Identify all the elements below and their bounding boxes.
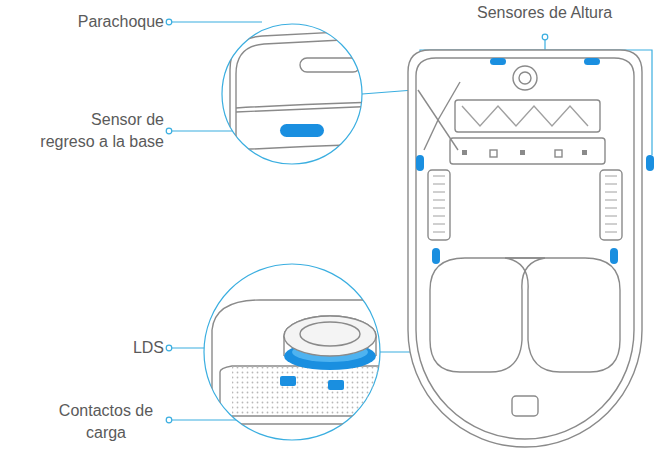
wheel-tread xyxy=(605,176,617,177)
wheel-tread xyxy=(433,192,445,193)
wheel-tread xyxy=(433,176,445,177)
part-label: Sensores de Altura xyxy=(477,2,612,24)
wheel-tread xyxy=(605,200,617,201)
wheel-tread xyxy=(433,216,445,217)
wheel-tread xyxy=(433,208,445,209)
part-label: Sensor de regreso a la base xyxy=(36,109,164,153)
wheel-tread xyxy=(605,224,617,225)
wheel-tread xyxy=(605,208,617,209)
wheel-tread xyxy=(433,184,445,185)
wheel-tread xyxy=(433,200,445,201)
wheel-tread xyxy=(605,184,617,185)
wheel-tread xyxy=(433,232,445,233)
wheel-tread xyxy=(605,216,617,217)
wheel-tread xyxy=(605,232,617,233)
part-label: Contactos de carga xyxy=(54,400,158,444)
wheel-tread xyxy=(605,192,617,193)
part-label: LDS xyxy=(133,337,164,359)
part-label: Parachoque xyxy=(78,11,164,33)
wheel-tread xyxy=(433,224,445,225)
